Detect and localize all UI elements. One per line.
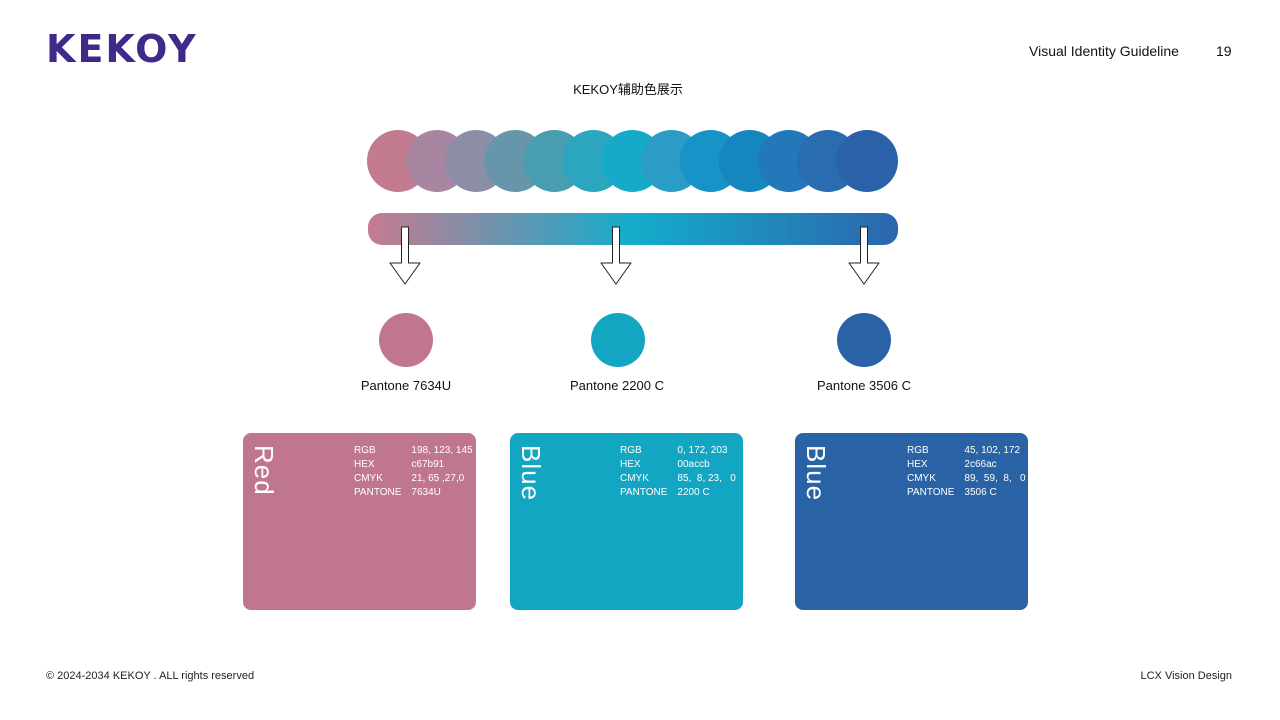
spec-label-hex: HEX [620,459,641,470]
spec-value-pantone: 7634U [411,487,441,498]
arrow-down-icon [389,226,421,285]
spec-value-hex: c67b91 [411,459,445,470]
spec-value-rgb: 0, 172, 203 [677,445,728,456]
page-number: 19 [1216,43,1232,59]
brand-logo: KEKOY [46,27,198,71]
spec-value-cmyk: 85, 8, 23, 0 [677,473,736,484]
spec-label-cmyk: CMYK [620,473,649,484]
key-color-circles [379,313,891,367]
spec-value-rgb: 198, 123, 145 [411,445,473,456]
spec-label-cmyk: CMYK [354,473,383,484]
card-name: Blue [801,445,831,502]
color-spec-table: RGB 45, 102, 172 HEX 2c66ac CMYK 89, 59,… [907,444,1026,500]
gradient-swatch [836,130,898,192]
spec-label-rgb: RGB [354,445,376,456]
spec-value-pantone: 2200 C [677,487,710,498]
color-spec-table: RGB 198, 123, 145 HEX c67b91 CMYK 21, 65… [354,444,473,500]
spec-value-hex: 2c66ac [964,459,997,470]
section-title: KEKOY辅助色展示 [573,82,683,97]
spec-label-pantone: PANTONE [907,487,955,498]
spec-label-hex: HEX [907,459,928,470]
spec-value-hex: 00accb [677,459,710,470]
footer-credit: LCX Vision Design [1140,670,1232,682]
arrow-down-icon [848,226,880,285]
pantone-label-red: Pantone 7634U [360,378,452,393]
document-title: Visual Identity Guideline [1029,43,1179,59]
spec-value-cmyk: 89, 59, 8, 0 [964,473,1026,484]
spec-label-pantone: PANTONE [354,487,402,498]
gradient-swatch-row [367,130,898,192]
card-name: Blue [516,445,546,502]
spec-value-cmyk: 21, 65 ,27,0 [411,473,465,484]
pantone-label-teal: Pantone 2200 C [570,378,664,393]
spec-label-pantone: PANTONE [620,487,668,498]
spec-label-hex: HEX [354,459,375,470]
arrow-group [389,226,880,285]
spec-label-rgb: RGB [907,445,929,456]
footer-copyright: © 2024-2034 KEKOY . ALL rights reserved [46,670,255,682]
key-color-swatch [591,313,645,367]
spec-value-pantone: 3506 C [964,487,997,498]
gradient-bar [368,213,898,245]
pantone-label-blue: Pantone 3506 C [817,378,911,393]
card-name: Red [249,445,279,496]
color-card-red: Red RGB 198, 123, 145 HEX c67b91 CMYK 21… [243,433,476,610]
spec-label-cmyk: CMYK [907,473,936,484]
key-color-swatch [379,313,433,367]
key-color-swatch [837,313,891,367]
color-spec-table: RGB 0, 172, 203 HEX 00accb CMYK 85, 8, 2… [620,444,736,500]
spec-label-rgb: RGB [620,445,642,456]
color-card-blue: Blue RGB 45, 102, 172 HEX 2c66ac CMYK 89… [795,433,1028,610]
color-card-teal: Blue RGB 0, 172, 203 HEX 00accb CMYK 85,… [510,433,743,610]
arrow-down-icon [600,226,632,285]
spec-value-rgb: 45, 102, 172 [964,445,1021,456]
